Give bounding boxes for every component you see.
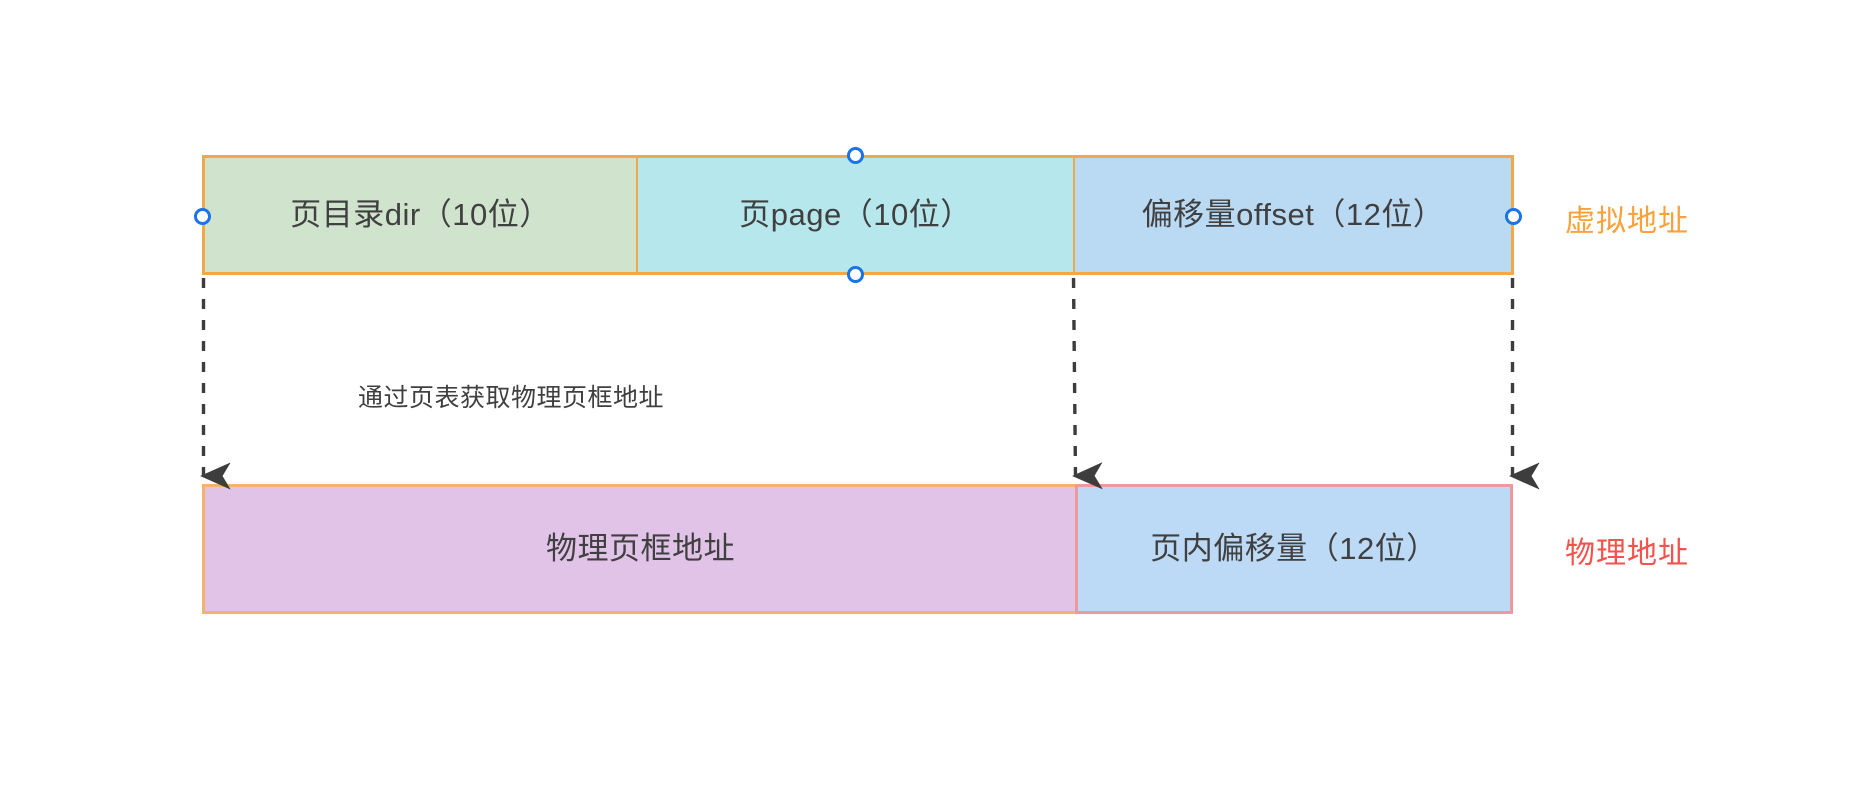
page-table-lookup-note: 通过页表获取物理页框地址 [358, 384, 665, 412]
connector-page-arrow [1071, 277, 1103, 490]
physical-address-field-offset[interactable]: 页内偏移量（12位） [1075, 484, 1513, 614]
physical-address-caption: 物理地址 [1565, 537, 1689, 570]
physical-address-field-frame[interactable]: 物理页框地址 [202, 484, 1076, 614]
selection-handle-left[interactable] [193, 207, 211, 225]
selection-handle-bottom[interactable] [846, 265, 864, 283]
physical-address-row[interactable]: 物理页框地址 页内偏移量（12位） [202, 484, 1513, 614]
virtual-address-row[interactable]: 页目录dir（10位） 页page（10位） 偏移量offset（12位） [202, 155, 1514, 275]
virtual-address-field-page[interactable]: 页page（10位） [638, 155, 1075, 275]
virtual-address-caption: 虚拟地址 [1565, 205, 1689, 238]
virtual-address-field-offset[interactable]: 偏移量offset（12位） [1075, 155, 1514, 275]
selection-handle-top[interactable] [846, 146, 864, 164]
virtual-address-field-dir[interactable]: 页目录dir（10位） [202, 155, 638, 275]
selection-handle-right[interactable] [1504, 207, 1522, 225]
